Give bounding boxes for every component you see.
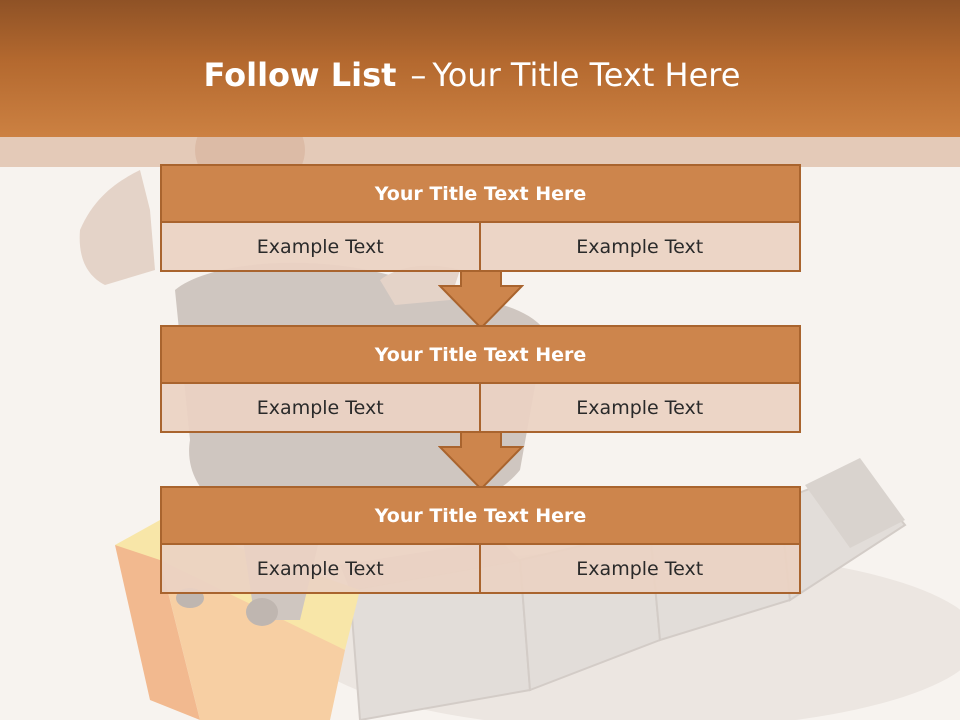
step-cell-left: Example Text: [160, 384, 481, 433]
down-arrow-icon: [438, 270, 524, 330]
slide-title-rest: Your Title Text Here: [432, 56, 741, 94]
slide-title-bold: Follow List: [203, 56, 397, 94]
slide-title-dash: –: [410, 56, 427, 94]
step-cell-right: Example Text: [480, 384, 801, 433]
step-cell-right: Example Text: [480, 223, 801, 272]
step-cell-left: Example Text: [160, 223, 481, 272]
step-block: Your Title Text Here Example Text Exampl…: [160, 486, 801, 594]
slide-title: Follow List–Your Title Text Here: [0, 52, 944, 98]
step-heading: Your Title Text Here: [160, 325, 801, 384]
step-cell-left: Example Text: [160, 545, 481, 594]
step-block: Your Title Text Here Example Text Exampl…: [160, 325, 801, 433]
step-row: Example Text Example Text: [160, 545, 801, 594]
step-cell-right: Example Text: [480, 545, 801, 594]
title-bar-band: [0, 137, 960, 167]
title-bar: [0, 0, 960, 137]
step-heading: Your Title Text Here: [160, 486, 801, 545]
step-block: Your Title Text Here Example Text Exampl…: [160, 164, 801, 272]
step-row: Example Text Example Text: [160, 384, 801, 433]
step-row: Example Text Example Text: [160, 223, 801, 272]
down-arrow-icon: [438, 431, 524, 491]
step-heading: Your Title Text Here: [160, 164, 801, 223]
